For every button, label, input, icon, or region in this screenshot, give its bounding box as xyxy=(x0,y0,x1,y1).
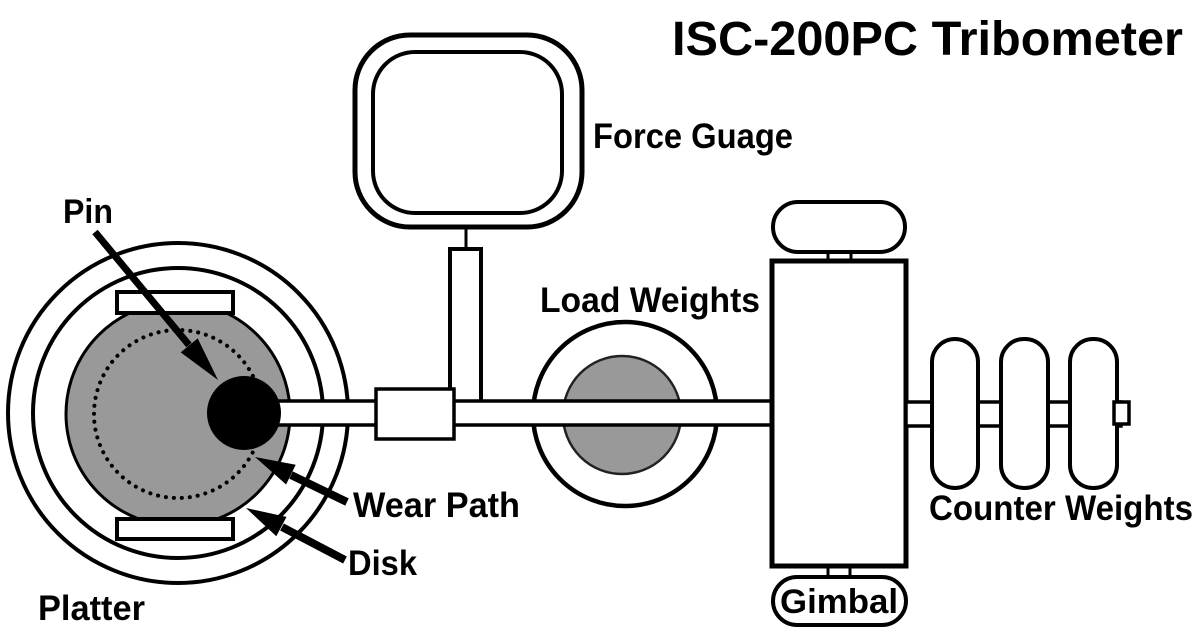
disk-arrow xyxy=(246,508,347,564)
load-weights-label: Load Weights xyxy=(540,281,760,320)
pin-circle xyxy=(207,376,281,450)
counter-weight-1 xyxy=(930,337,980,490)
pin-label: Pin xyxy=(63,193,113,231)
gimbal-label: Gimbal xyxy=(780,583,898,621)
wear-path-label: Wear Path xyxy=(353,486,520,525)
force-gauge-outer-frame xyxy=(352,32,585,230)
platter-label: Platter xyxy=(38,589,145,628)
arm-shaft-left xyxy=(238,399,774,427)
force-gauge-inner-frame xyxy=(371,50,564,215)
gimbal-top-cap xyxy=(771,200,907,254)
pivot-block xyxy=(374,387,456,441)
force-gauge-label: Force Guage xyxy=(593,117,793,156)
page-title: ISC-200PC Tribometer xyxy=(672,13,1183,66)
disk-label: Disk xyxy=(348,544,417,583)
force-gauge-rod xyxy=(448,247,483,407)
disk-clamp-top xyxy=(115,290,235,315)
counter-weight-2 xyxy=(999,337,1050,490)
shaft-end-tab xyxy=(1112,400,1131,426)
counter-weight-3 xyxy=(1068,337,1119,490)
gimbal-body xyxy=(769,258,909,569)
gimbal-label-pill xyxy=(771,575,908,627)
pin-arrow xyxy=(92,229,218,380)
counter-weights-label: Counter Weights xyxy=(929,489,1193,528)
disk-clamp-bottom xyxy=(115,517,235,541)
wear-path-arrow xyxy=(255,457,349,506)
